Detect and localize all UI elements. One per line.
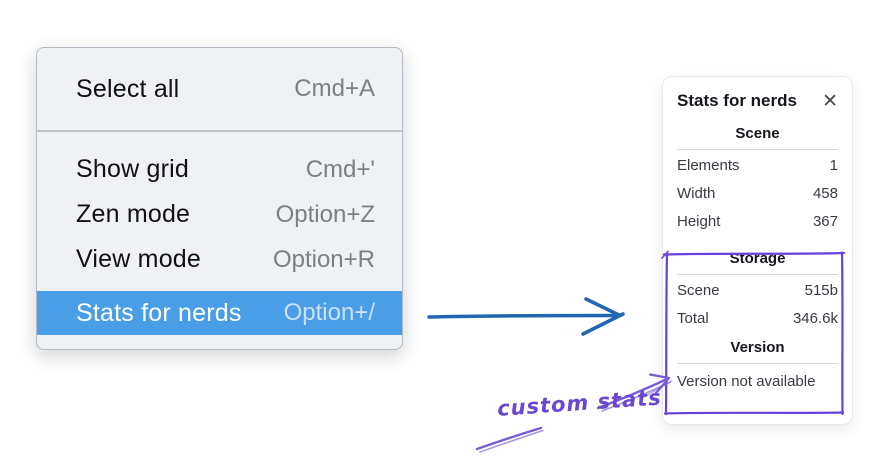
stat-row-total-storage: Total 346.6k [677, 305, 838, 333]
menu-item-label: View mode [76, 245, 202, 273]
menu-item-zen-mode[interactable]: Zen mode Option+Z [37, 192, 402, 237]
stat-value: 1 [829, 157, 838, 174]
stat-row-height: Height 367 [677, 208, 838, 236]
menu-item-shortcut: Option+/ [283, 299, 375, 326]
menu-item-label: Stats for nerds [76, 298, 242, 327]
section-divider [677, 363, 838, 364]
menu-item-label: Show grid [76, 155, 189, 183]
menu-item-shortcut: Cmd+A [294, 75, 375, 102]
stat-value: 515b [804, 282, 838, 299]
close-button[interactable]: ✕ [822, 89, 838, 112]
stat-value: 367 [812, 213, 838, 230]
flow-arrow [427, 297, 625, 336]
menu-spacer [37, 282, 402, 291]
section-scene: Scene Elements 1 Width 458 Height 367 [677, 123, 838, 236]
annotation-text: custom stats [496, 385, 663, 421]
stat-label: Width [677, 185, 716, 202]
section-version: Version Version not available [677, 337, 838, 396]
section-heading: Storage [729, 250, 786, 267]
section-heading: Version [730, 339, 785, 356]
annotation-underline [475, 426, 544, 453]
stat-label: Elements [677, 157, 740, 174]
stat-value: 346.6k [792, 310, 838, 327]
close-icon: ✕ [822, 89, 838, 112]
stat-label: Scene [677, 282, 720, 299]
stat-label: Total [677, 310, 709, 327]
version-note: Version not available [677, 373, 816, 390]
stat-row-scene-storage: Scene 515b [677, 277, 838, 305]
stat-row-width: Width 458 [677, 180, 838, 208]
stat-label: Height [677, 213, 721, 230]
context-menu: Select all Cmd+A Show grid Cmd+' Zen mod… [36, 47, 403, 350]
menu-spacer [37, 132, 402, 147]
stat-row-elements: Elements 1 [677, 152, 838, 180]
menu-item-stats-for-nerds[interactable]: Stats for nerds Option+/ [37, 291, 402, 335]
menu-item-show-grid[interactable]: Show grid Cmd+' [37, 147, 402, 192]
menu-item-label: Zen mode [76, 200, 191, 228]
stats-panel: Stats for nerds ✕ Scene Elements 1 Width… [662, 76, 853, 425]
stat-value: 458 [812, 185, 838, 202]
menu-item-shortcut: Option+R [272, 245, 375, 273]
menu-divider [37, 130, 402, 132]
panel-title: Stats for nerds [677, 91, 797, 110]
section-divider [677, 149, 838, 150]
section-divider [677, 274, 838, 275]
section-storage: Storage Scene 515b Total 346.6k [677, 248, 838, 333]
menu-item-shortcut: Option+Z [275, 200, 375, 228]
stats-panel-header: Stats for nerds ✕ [677, 89, 838, 113]
menu-item-view-mode[interactable]: View mode Option+R [37, 237, 402, 282]
section-heading: Scene [735, 125, 780, 142]
menu-item-shortcut: Cmd+' [305, 155, 375, 183]
menu-item-label: Select all [76, 74, 180, 103]
menu-item-select-all[interactable]: Select all Cmd+A [37, 48, 402, 130]
